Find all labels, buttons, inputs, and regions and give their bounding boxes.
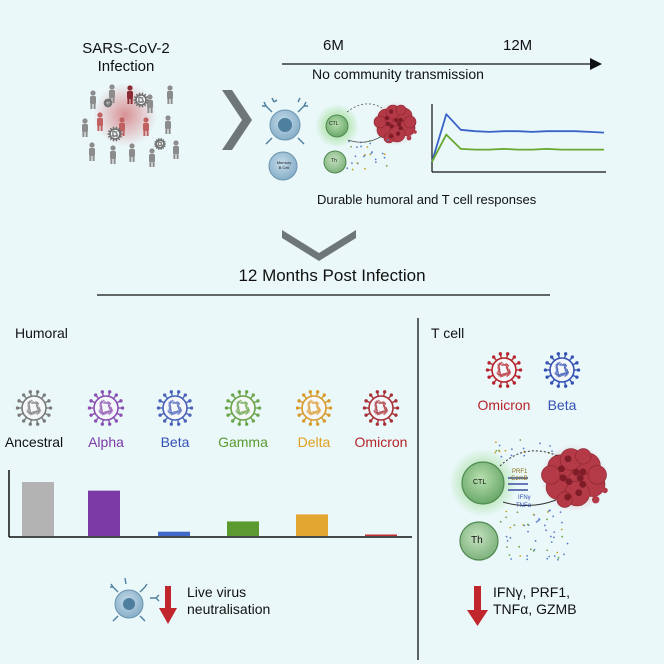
- th-cell: [459, 521, 499, 561]
- timeline-arrow: [282, 58, 602, 70]
- tcell-result-label: IFNγ, PRF1, TNFα, GZMB: [493, 584, 577, 617]
- prf1-label: PRF1: [512, 469, 528, 475]
- person-icon: [165, 115, 171, 134]
- antibody-b-cell: [110, 577, 160, 622]
- th-cell-small: [323, 150, 347, 174]
- person-icon: [90, 90, 96, 109]
- humoral-heading: Humoral: [15, 325, 68, 341]
- person-icon: [127, 85, 133, 104]
- virus-icon: [107, 126, 123, 142]
- person-icon: [167, 85, 173, 104]
- durability-line-chart: [431, 104, 606, 173]
- bar-ancestral: [22, 482, 54, 536]
- variant-label-ancestral: Ancestral: [4, 434, 64, 450]
- section-title: 12 Months Post Infection: [238, 266, 426, 285]
- tcell-variant-viruses: [485, 352, 581, 388]
- ctl-label-small: CTL: [329, 121, 339, 127]
- person-icon: [82, 118, 88, 137]
- chevron-down-icon: [282, 230, 356, 261]
- timeline-label-12m: 12M: [503, 37, 533, 54]
- neutralisation-bar-chart: [8, 470, 412, 538]
- tcell-variant-label-omicron: Omicron: [477, 397, 531, 413]
- person-icon: [149, 148, 155, 167]
- variant-label-gamma: Gamma: [218, 434, 268, 450]
- line-series-1: [431, 133, 604, 163]
- timeline-caption: No community transmission: [312, 66, 484, 82]
- person-icon: [129, 143, 135, 162]
- th-label: Th: [471, 535, 483, 546]
- person-icon: [97, 112, 103, 131]
- bar-delta: [296, 514, 328, 536]
- decrease-arrow-humoral: [159, 586, 177, 624]
- infected-cell: [539, 443, 609, 513]
- virus-icon-gamma: [224, 390, 262, 426]
- bar-gamma: [227, 521, 259, 536]
- virus-icon-delta: [295, 390, 333, 426]
- person-icon: [147, 94, 153, 113]
- person-icon: [173, 140, 179, 159]
- virus-icon-omicron: [362, 390, 400, 426]
- virus-icon-alpha: [87, 390, 125, 426]
- line-series-0: [431, 113, 605, 163]
- chevron-right-icon: [222, 90, 252, 150]
- person-icon: [89, 142, 95, 161]
- ctl-cell-small: [325, 114, 349, 138]
- virus-icon-ancestral: [15, 390, 53, 426]
- top-cell-scene: [262, 97, 417, 181]
- variant-label-delta: Delta: [297, 434, 331, 450]
- infected-cell-small: [373, 102, 417, 146]
- virus-icon-tcell-beta: [543, 352, 581, 388]
- variant-label-beta: Beta: [160, 434, 190, 450]
- tnf-label: TNFα: [516, 503, 532, 509]
- memory-b-cell: [268, 151, 298, 181]
- virus-icon-tcell-omicron: [485, 352, 523, 388]
- person-icon: [143, 117, 149, 136]
- ifn-label: IFNγ: [518, 495, 531, 501]
- tcell-scene: [449, 439, 609, 561]
- tcell-heading: T cell: [431, 325, 465, 341]
- timeline-label-6m: 6M: [323, 37, 344, 54]
- virus-icon: [133, 92, 149, 108]
- tcell-variant-label-beta: Beta: [547, 397, 577, 413]
- humoral-variant-viruses: [15, 390, 400, 426]
- infection-title: SARS-CoV-2 Infection: [82, 40, 170, 75]
- memory-b-cell-label: Memory B Cell: [276, 160, 292, 170]
- neutralisation-label: Live virus neutralisation: [187, 584, 271, 617]
- bar-alpha: [88, 490, 120, 536]
- infection-crowd-illustration: [82, 83, 179, 167]
- virus-icon-beta: [156, 390, 194, 426]
- bar-beta: [158, 531, 190, 536]
- decrease-arrow-tcell: [467, 586, 488, 626]
- variant-label-alpha: Alpha: [88, 434, 124, 450]
- th-label-small: Th: [331, 158, 337, 164]
- virus-icon: [153, 138, 167, 150]
- variant-label-omicron: Omicron: [354, 434, 408, 450]
- ctl-cell: [461, 461, 505, 505]
- responses-caption: Durable humoral and T cell responses: [317, 192, 537, 207]
- gzmb-label: GzmB: [511, 476, 528, 482]
- ctl-label: CTL: [473, 479, 487, 486]
- bar-omicron: [365, 534, 397, 536]
- virus-icon: [103, 98, 113, 108]
- person-icon: [110, 145, 116, 164]
